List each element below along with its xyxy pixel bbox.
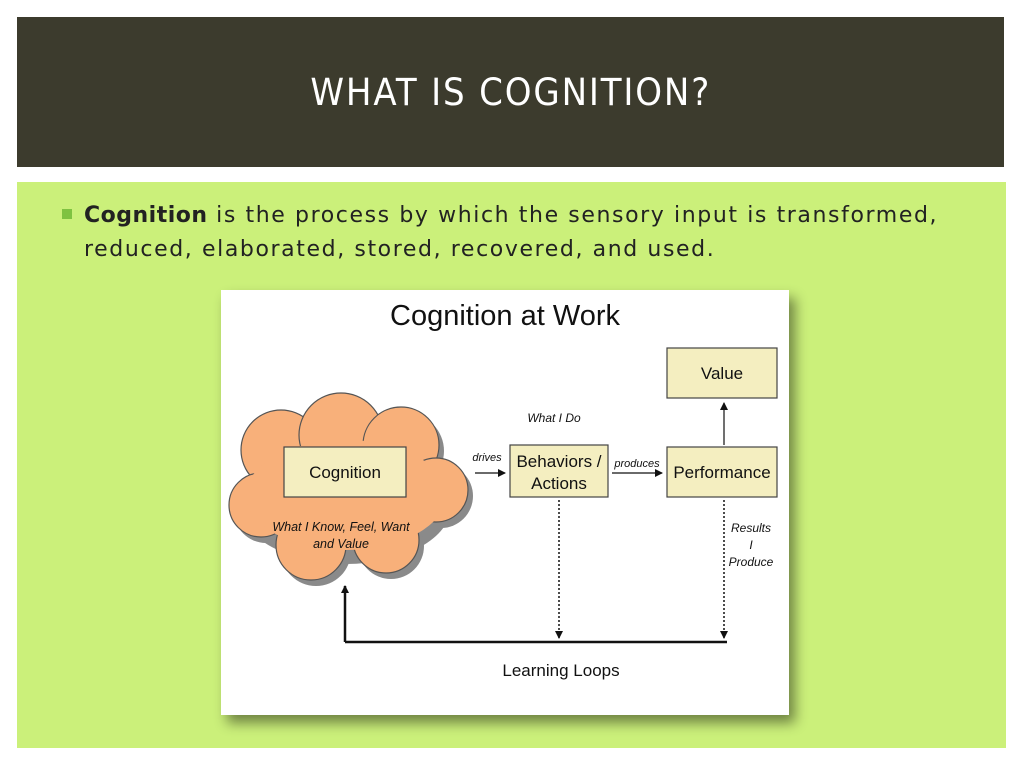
slide-title: WHAT IS COGNITION? [310,70,711,114]
learning-loops-label: Learning Loops [502,661,619,680]
behaviors-label-line1: Behaviors / [516,452,601,471]
value-label: Value [701,364,743,383]
diagram-title: Cognition at Work [390,300,620,332]
bullet-definition: is the process by which the sensory inpu… [84,203,939,262]
behaviors-box [509,444,609,498]
cognition-box [283,446,407,498]
produces-label: produces [613,458,660,470]
performance-label: Performance [673,463,770,482]
results-line1: Results [731,521,771,535]
diagram-canvas: Cognition What I Know, Feel, Want and Va… [228,347,778,680]
slide-header: WHAT IS COGNITION? [17,17,1004,167]
behaviors-label-line2: Actions [531,474,587,493]
what-i-do-label: What I Do [527,411,581,425]
bullet-marker [62,209,72,219]
results-line2: I [749,538,753,552]
performance-box [666,446,778,498]
cognition-at-work-diagram: Cognition at Work [221,290,789,715]
results-line3: Produce [729,555,774,569]
drives-label: drives [472,452,502,464]
cloud-caption-line1: What I Know, Feel, Want [272,520,410,534]
value-box [666,347,778,399]
cognition-label: Cognition [309,463,381,482]
bullet-text: Cognition is the process by which the se… [84,199,944,267]
bullet-term: Cognition [84,203,208,228]
cloud-caption-line2: and Value [313,537,369,551]
